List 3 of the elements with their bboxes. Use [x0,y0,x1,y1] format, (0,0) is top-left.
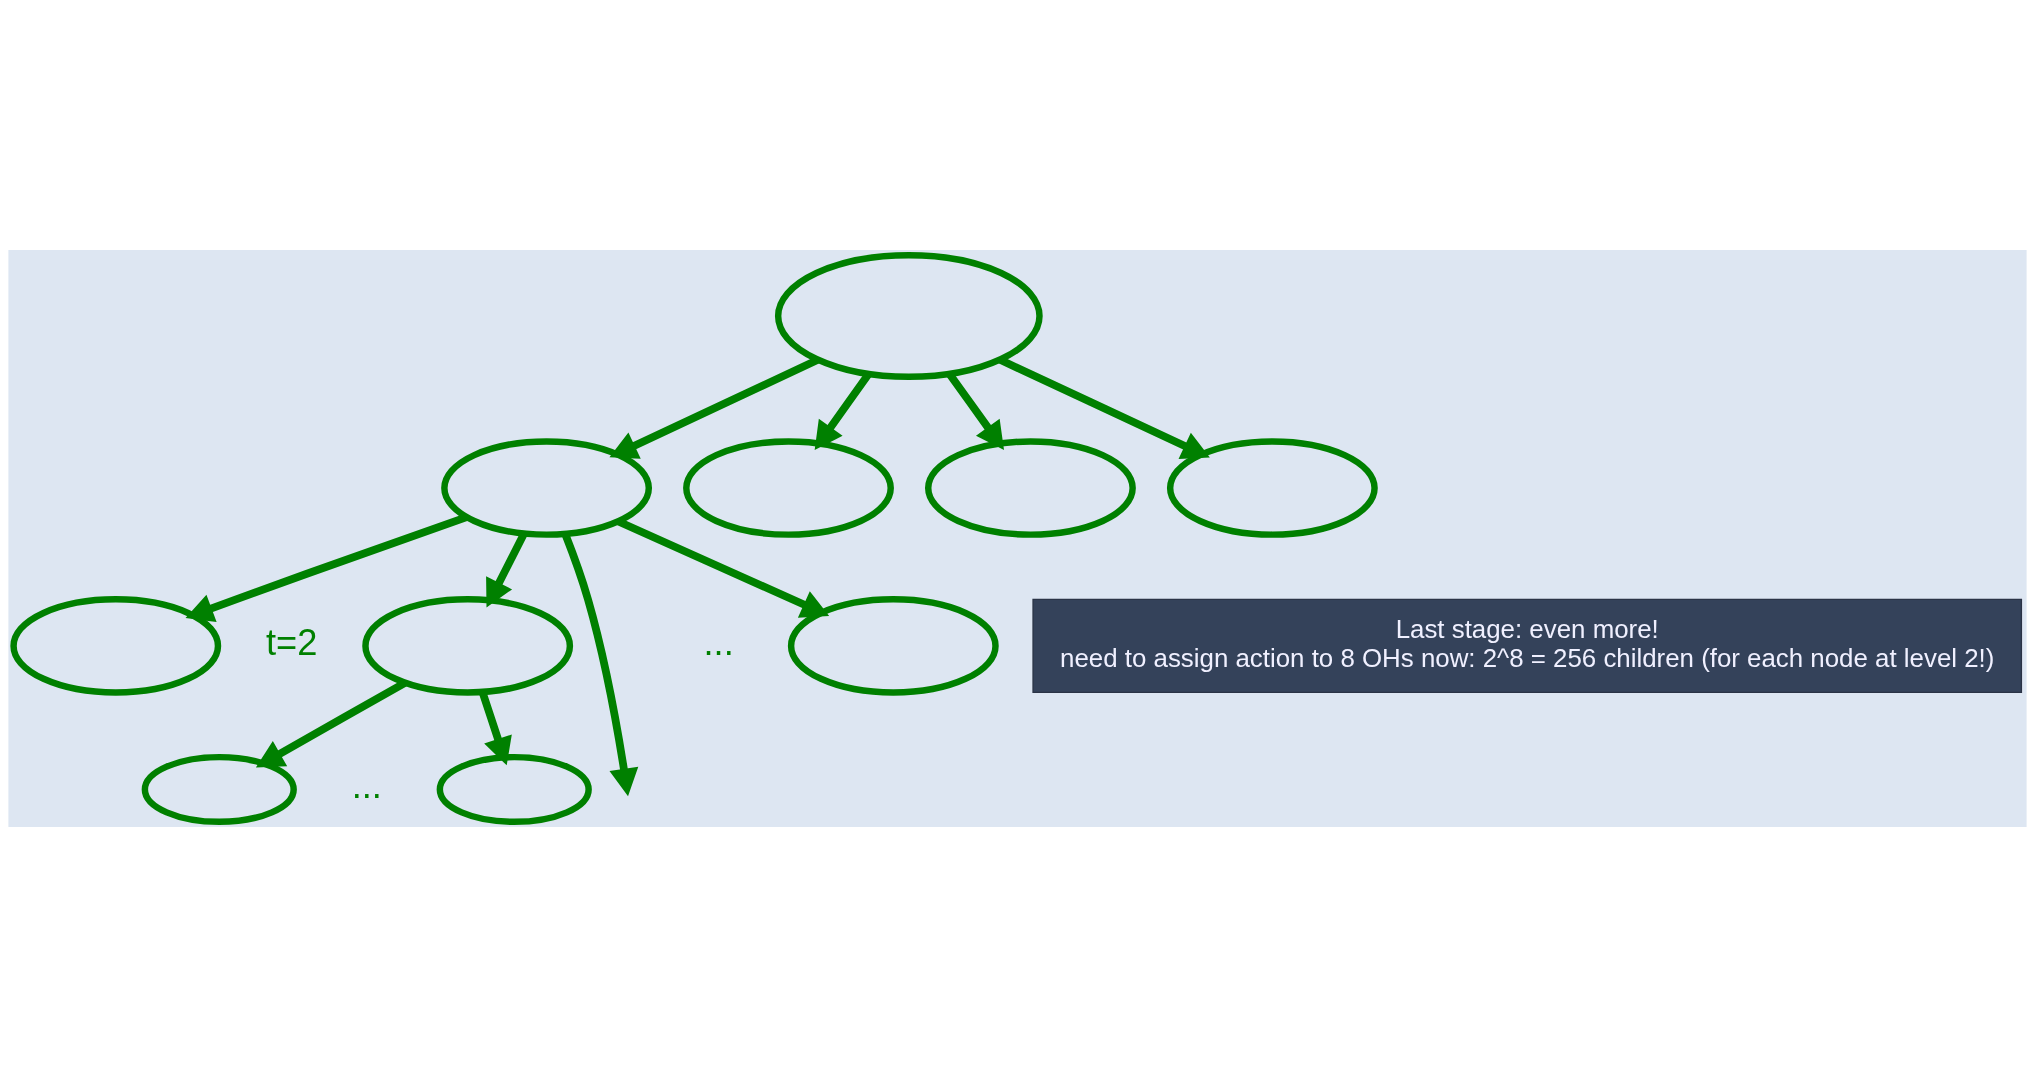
label: ... [351,764,382,806]
label: t=2 [266,621,318,663]
label: ... [703,621,734,663]
